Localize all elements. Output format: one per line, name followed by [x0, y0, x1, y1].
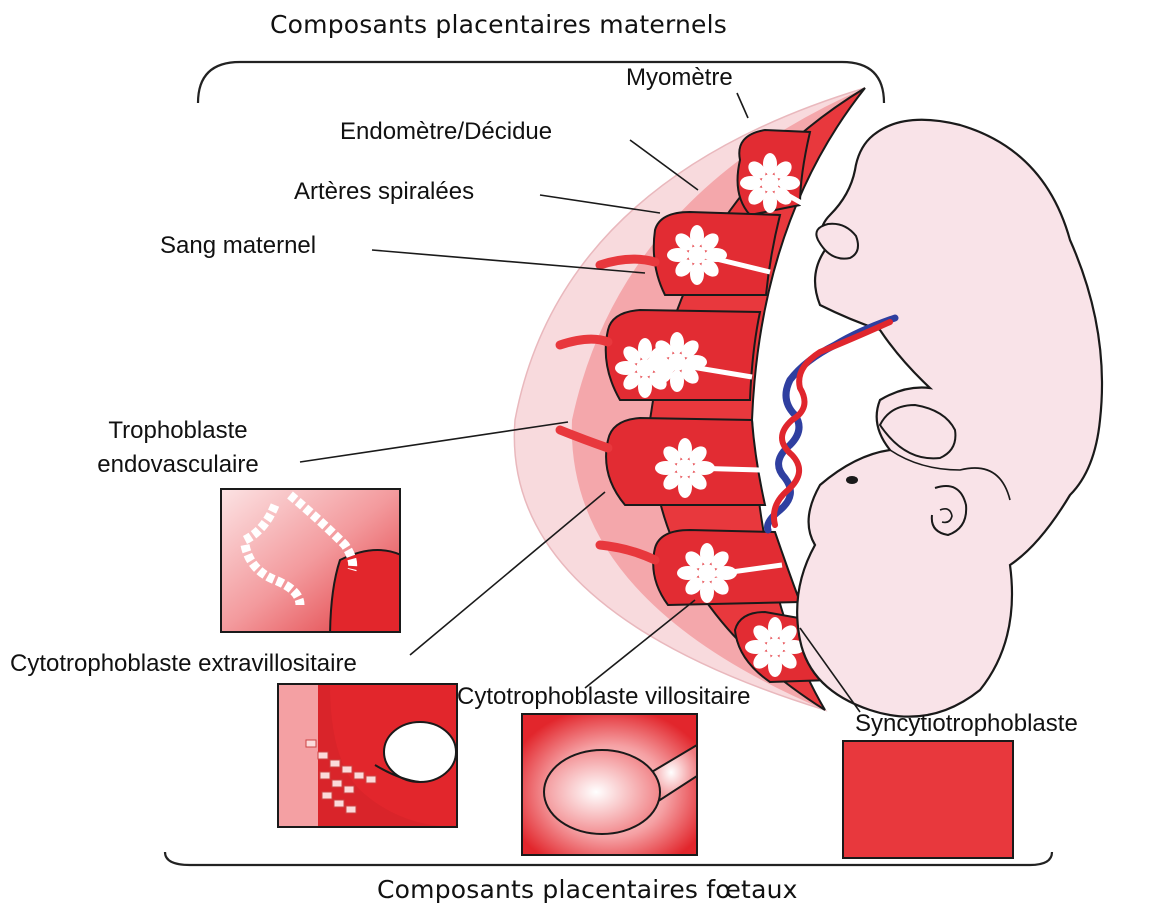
label-trophoblaste-line1: Trophoblaste	[78, 417, 278, 445]
label-syncytio: Syncytiotrophoblaste	[855, 710, 1078, 738]
title-fetal: Composants placentaires fœtaux	[377, 875, 798, 904]
label-trophoblaste: Trophoblaste endovasculaire	[78, 417, 278, 479]
label-arteres: Artères spiralées	[294, 178, 474, 206]
box-extravillous	[278, 684, 457, 827]
title-maternal: Composants placentaires maternels	[270, 10, 727, 39]
label-cyto-villositaire: Cytotrophoblaste villositaire	[457, 683, 750, 711]
box-endovascular	[221, 489, 410, 640]
maternal-bracket	[198, 62, 884, 103]
box-syncytio	[843, 741, 1013, 858]
label-sang: Sang maternel	[160, 232, 316, 260]
label-myometre: Myomètre	[626, 64, 733, 92]
fetus	[797, 120, 1102, 717]
label-trophoblaste-line2: endovasculaire	[78, 451, 278, 479]
label-cyto-extravillositaire: Cytotrophoblaste extravillositaire	[10, 650, 357, 678]
label-endometre: Endomètre/Décidue	[340, 118, 552, 146]
fetus-eye	[846, 476, 858, 484]
box-villous	[522, 714, 697, 855]
